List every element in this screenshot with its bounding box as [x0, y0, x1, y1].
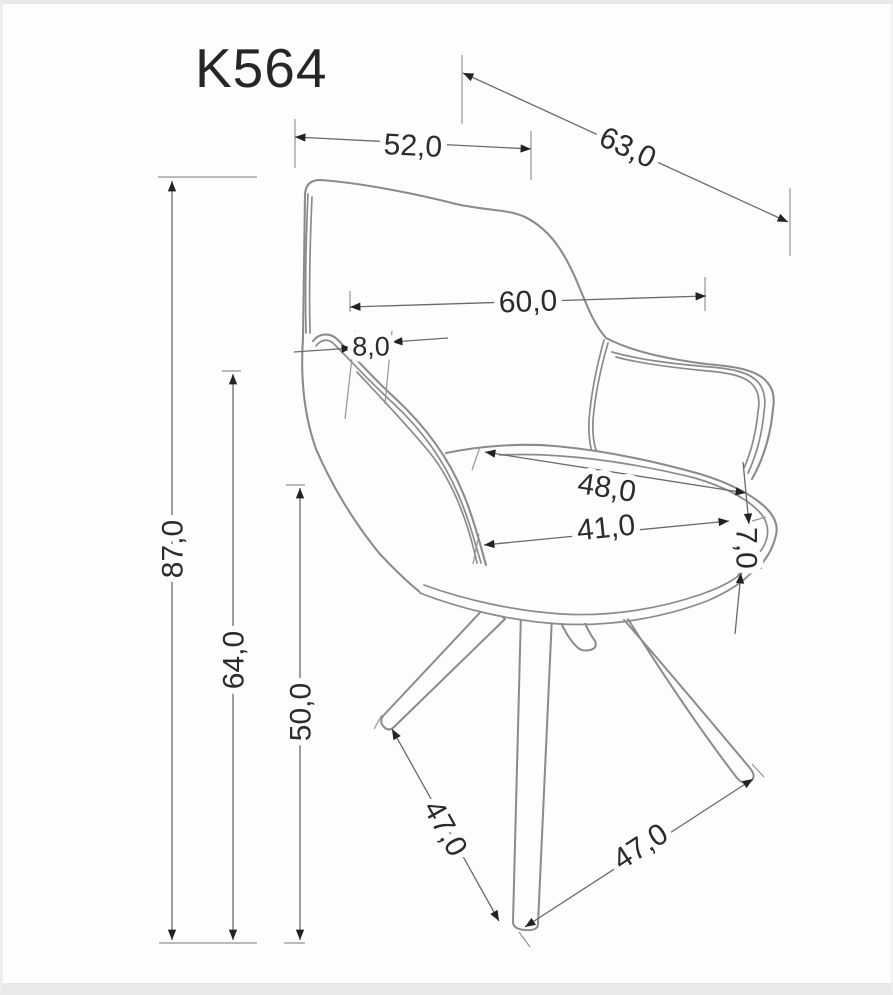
dimension-armrest-thickness: 8,0 — [293, 325, 449, 420]
dimension-armrest-height: 64,0 — [212, 370, 257, 940]
dimension-inner-width: 60,0 — [349, 277, 707, 326]
dimension-side-leg-span: 47,0 — [524, 763, 765, 928]
label-inner-width: 60,0 — [498, 284, 558, 319]
dimension-total-height: 87,0 — [151, 176, 257, 944]
label-back-diagonal: 63,0 — [594, 121, 661, 176]
left-shell-silhouette — [301, 336, 423, 595]
label-seat-height: 50,0 — [285, 683, 318, 741]
left-armrest-outer — [311, 333, 488, 567]
label-cushion-thickness: 7,0 — [730, 527, 763, 569]
seat-bottom-rim — [419, 570, 753, 626]
dimension-seat-height: 50,0 — [279, 484, 324, 944]
right-armrest-piping — [611, 351, 766, 474]
side-right-leg — [610, 604, 755, 784]
label-front-leg-span: 47,0 — [417, 795, 474, 862]
left-armrest-outer-piping — [315, 339, 482, 564]
dimension-cushion-thickness: 7,0 — [724, 461, 769, 635]
label-seat-width: 41,0 — [575, 509, 637, 548]
backrest-left-piping — [304, 193, 313, 334]
side-left-leg — [380, 603, 506, 731]
left-armrest-inner-edge — [356, 371, 478, 564]
label-top-width: 52,0 — [383, 128, 443, 164]
label-armrest-thickness: 8,0 — [352, 331, 390, 361]
label-armrest-height: 64,0 — [218, 631, 251, 689]
chair-legs — [380, 603, 755, 932]
model-title: K564 — [195, 37, 327, 99]
label-total-height: 87,0 — [157, 520, 190, 578]
dimension-top-width: 52,0 — [294, 119, 532, 180]
front-leg — [512, 611, 553, 932]
dimension-front-leg-span: 47,0 — [373, 714, 531, 948]
